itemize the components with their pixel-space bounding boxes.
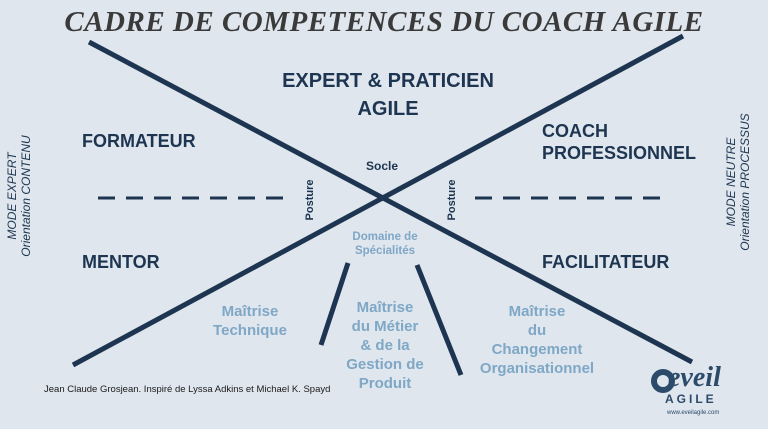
domaine-line1: Domaine de xyxy=(352,231,418,243)
expert-line2: AGILE xyxy=(357,98,419,120)
domaine-specialites-label: Domaine de Spécialités xyxy=(335,230,435,258)
socle-label: Socle xyxy=(366,159,399,173)
expert-line1: EXPERT & PRATICIEN xyxy=(282,70,494,92)
maitrise-changement-line4: Organisationnel xyxy=(479,360,595,377)
maitrise-technique-label: Maîtrise Technique xyxy=(195,302,305,340)
logo-mark-icon xyxy=(651,369,675,393)
role-facilitateur: FACILITATEUR xyxy=(542,252,670,272)
maitrise-technique-line1: Maîtrise xyxy=(221,303,279,320)
mode-expert-line2: Orientation CONTENU xyxy=(19,135,33,257)
mode-neutre-line2: Orientation PROCESSUS xyxy=(738,113,752,251)
posture-left-label: Posture xyxy=(304,179,316,221)
logo-word: eveil xyxy=(668,362,721,393)
role-mentor: MENTOR xyxy=(82,252,160,272)
logo-subtitle: AGILE xyxy=(665,392,717,406)
mode-expert-line1: MODE EXPERT xyxy=(5,152,19,240)
maitrise-metier-line3: & de la xyxy=(360,337,410,354)
maitrise-technique-line2: Technique xyxy=(213,322,287,339)
diagram-title: CADRE DE COMPETENCES DU COACH AGILE xyxy=(64,6,704,38)
domaine-line2: Spécialités xyxy=(354,245,416,257)
role-formateur: FORMATEUR xyxy=(82,131,196,151)
coach-line2: PROFESSIONNEL xyxy=(542,143,697,163)
posture-right-label: Posture xyxy=(446,179,458,221)
mode-expert-label: MODE EXPERT Orientation CONTENU xyxy=(5,121,35,271)
credit-text: Jean Claude Grosjean. Inspiré de Lyssa A… xyxy=(44,384,331,395)
maitrise-metier-line1: Maîtrise xyxy=(356,299,414,316)
maitrise-metier-line2: du Métier xyxy=(351,318,419,335)
role-coach-professionnel: COACH PROFESSIONNEL xyxy=(542,120,696,164)
specialty-branch-left xyxy=(318,262,351,346)
maitrise-metier-label: Maîtrise du Métier & de la Gestion de Pr… xyxy=(330,298,440,393)
specialty-branch-right xyxy=(414,264,464,376)
diagonal-line-down xyxy=(87,39,694,365)
maitrise-changement-label: Maîtrise du Changement Organisationnel xyxy=(467,302,607,378)
mode-neutre-line1: MODE NEUTRE xyxy=(724,137,738,227)
maitrise-changement-line1: Maîtrise xyxy=(508,303,566,320)
coach-line1: COACH xyxy=(542,121,608,141)
expert-praticien-label: EXPERT & PRATICIEN AGILE xyxy=(238,67,538,123)
maitrise-changement-line3: Changement xyxy=(491,341,583,358)
maitrise-changement-line2: du xyxy=(527,322,547,339)
mode-neutre-label: MODE NEUTRE Orientation PROCESSUS xyxy=(724,107,754,257)
maitrise-metier-line5: Produit xyxy=(358,375,412,392)
diagonal-line-up xyxy=(71,33,685,368)
logo-url: www.eveilagile.com xyxy=(667,410,720,416)
maitrise-metier-line4: Gestion de xyxy=(346,356,424,373)
